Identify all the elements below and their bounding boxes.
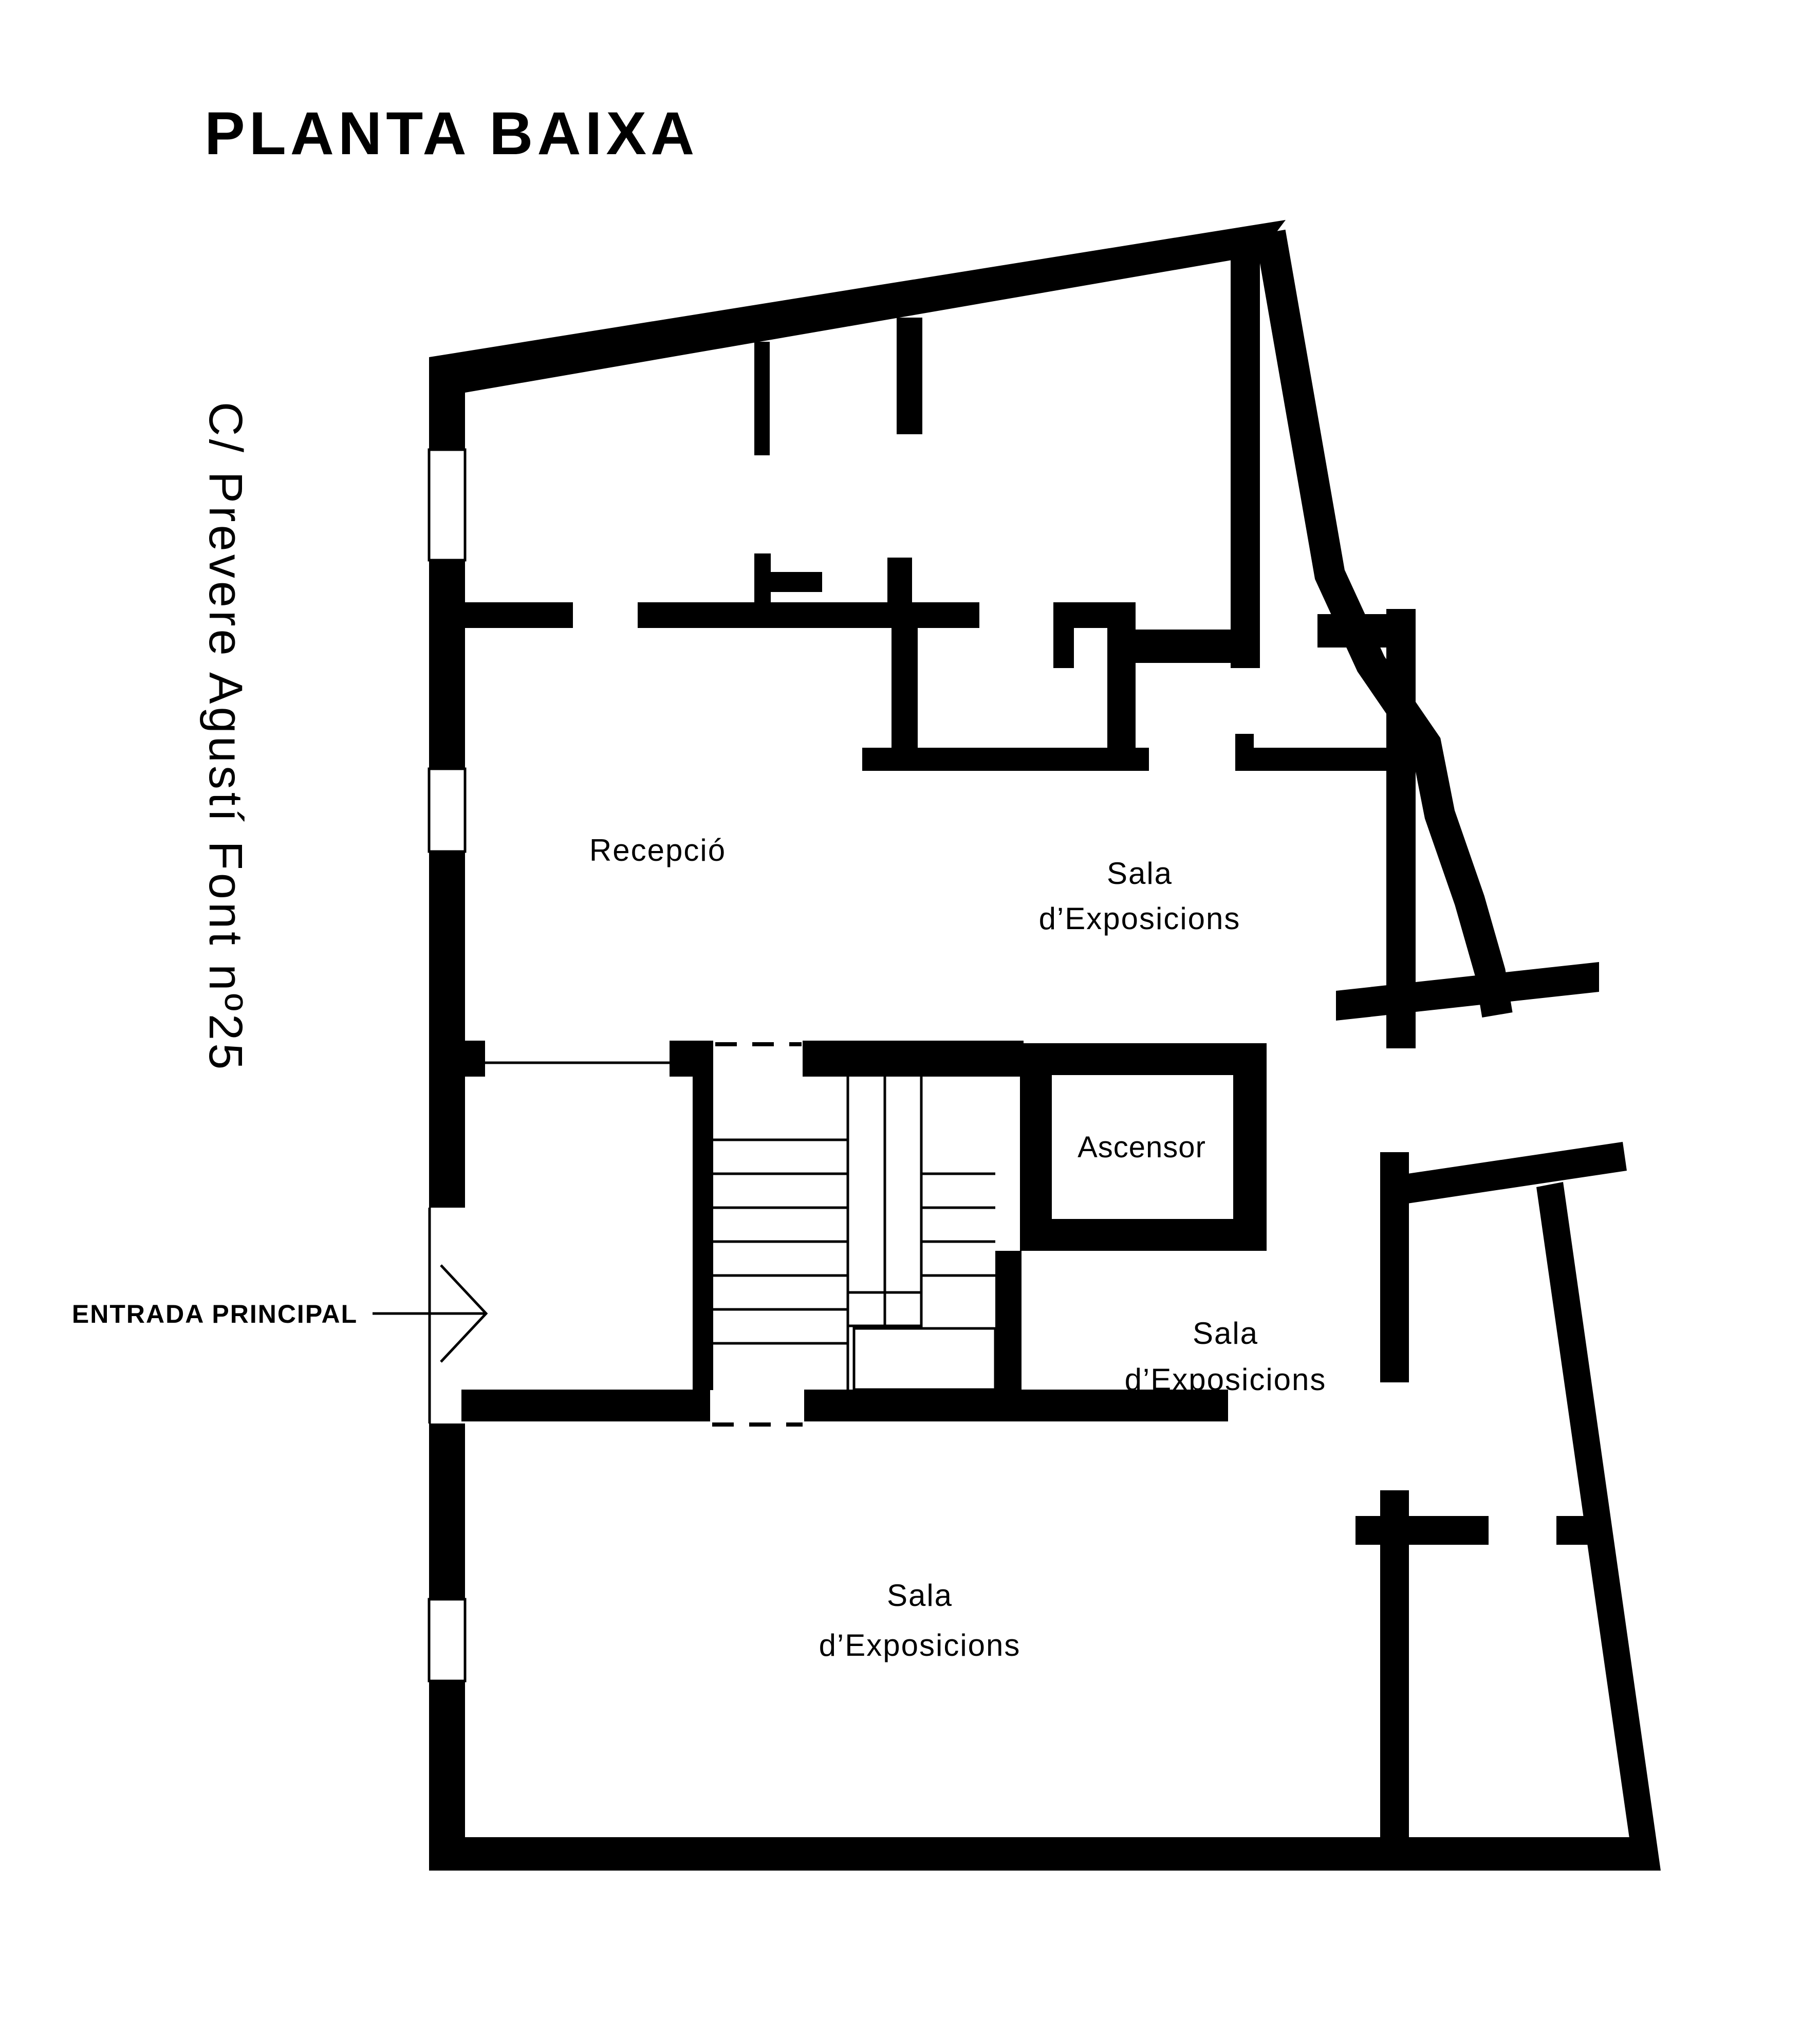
staircase: [713, 1077, 997, 1391]
wall-top-slanted: [429, 220, 1286, 393]
street-name-label: C/ Prevere Agustí Font nº25: [199, 402, 252, 1073]
wall-stub-top-2: [897, 318, 922, 434]
wall-stub-low-1: [754, 553, 771, 628]
wall-left-4: [429, 1423, 465, 1599]
window-1: [428, 448, 467, 562]
entrance-arrow-icon: [373, 1264, 488, 1363]
wall-core-top-b: [670, 1041, 713, 1077]
window-3: [428, 1598, 467, 1682]
exhibition-top-label-line2: d’Exposicions: [1039, 901, 1241, 936]
wall-right-curved: [1255, 229, 1513, 1018]
wall-left-3: [429, 852, 465, 1208]
wall-hbar-b: [1235, 748, 1389, 771]
exhibition-middle-label-line1: Sala: [1193, 1316, 1258, 1351]
wall-step-b: [1317, 614, 1389, 648]
wall-terrace-lower: [1394, 1142, 1627, 1206]
wall-step-a: [1136, 630, 1249, 663]
reception-label: Recepció: [589, 833, 726, 867]
elevator-cabin: [1052, 1075, 1233, 1219]
wall-partition-b: [1107, 602, 1136, 755]
room-labels: Recepció Sala d’Exposicions Sala d’Expos…: [589, 833, 1327, 1662]
wall-core-top-a: [461, 1041, 485, 1077]
exhibition-bottom-label-line1: Sala: [887, 1578, 953, 1613]
window-2: [428, 767, 467, 853]
wall-partition-top-right: [1231, 252, 1260, 668]
entrance-annotation: ENTRADA PRINCIPAL: [72, 1264, 488, 1363]
exhibition-middle-label-line2: d’Exposicions: [1125, 1362, 1327, 1397]
openings: [428, 1042, 803, 1427]
wall-cross-stub: [1556, 1516, 1604, 1545]
elevator-block: Ascensor: [1020, 1043, 1267, 1251]
stair-landing-box: [852, 1327, 997, 1391]
wall-right-vertical-upper: [1380, 1152, 1409, 1382]
wall-stub-low-2: [887, 558, 912, 628]
exterior-walls: [429, 220, 1661, 1871]
wall-cross-h: [1355, 1516, 1489, 1545]
elevator-label: Ascensor: [1078, 1131, 1206, 1164]
wall-right-mid-vertical: [1386, 609, 1416, 1048]
interior-walls: [461, 252, 1604, 1871]
wall-partition-a: [892, 628, 918, 755]
exhibition-top-label-line1: Sala: [1107, 856, 1173, 891]
wall-row1-a: [465, 602, 573, 628]
exhibition-bottom-label-line2: d’Exposicions: [819, 1628, 1021, 1662]
wall-bottom: [429, 1837, 1652, 1871]
wall-stub-top-1: [754, 342, 770, 455]
page-title: PLANTA BAIXA: [205, 100, 698, 168]
wall-core-left: [693, 1077, 713, 1390]
wall-stub-low-1b: [771, 572, 822, 592]
entrance-label: ENTRADA PRINCIPAL: [72, 1300, 358, 1328]
wall-core-bottom-b: [804, 1390, 1228, 1421]
wall-core-right: [995, 1251, 1022, 1390]
windows: [428, 448, 467, 1682]
stair-treads-left: [713, 1138, 848, 1345]
wall-row1-b: [638, 602, 979, 628]
wall-hbar-stub: [1235, 734, 1254, 748]
wall-hbar-a: [862, 748, 1149, 771]
wall-left-2: [429, 560, 465, 769]
wall-right-vertical-lower: [1380, 1490, 1409, 1871]
wall-core-top-c: [803, 1041, 1024, 1077]
wall-core-bottom-a: [461, 1390, 710, 1421]
stair-treads-middle: [848, 1291, 921, 1327]
wall-jamb: [1053, 602, 1074, 668]
stair-treads-right: [921, 1172, 995, 1277]
